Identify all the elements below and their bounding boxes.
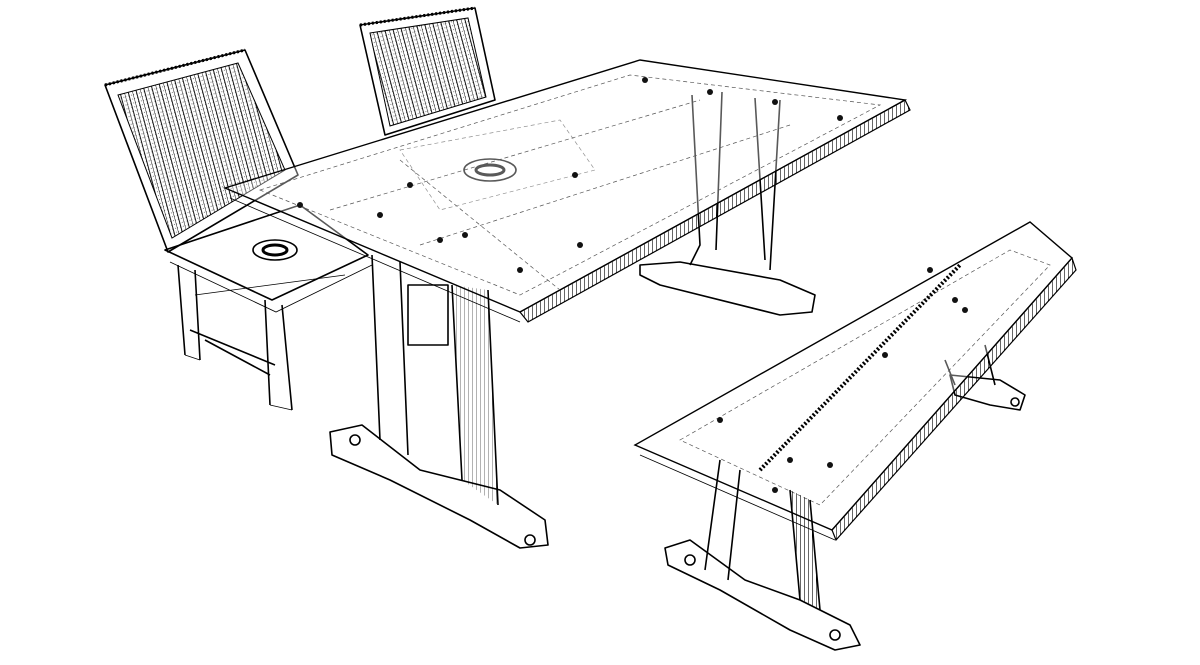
- bench-leg-left: [704, 459, 821, 611]
- table-bracket: [407, 284, 449, 346]
- bench: [633, 221, 1077, 651]
- chair-back: [359, 6, 596, 211]
- seat-fitting: [252, 239, 298, 261]
- table: [222, 59, 911, 549]
- table-pedestal-right: [689, 91, 781, 271]
- seat-fitting: [463, 158, 517, 182]
- bench-foot-left: [664, 539, 861, 651]
- hardware-fasteners: [297, 77, 1020, 641]
- table-foot-right: [639, 261, 816, 316]
- table-pedestal-left: [371, 254, 499, 506]
- table-foot-left: [329, 424, 549, 549]
- chair-left: [104, 48, 373, 411]
- chair-left-seat: [164, 204, 369, 301]
